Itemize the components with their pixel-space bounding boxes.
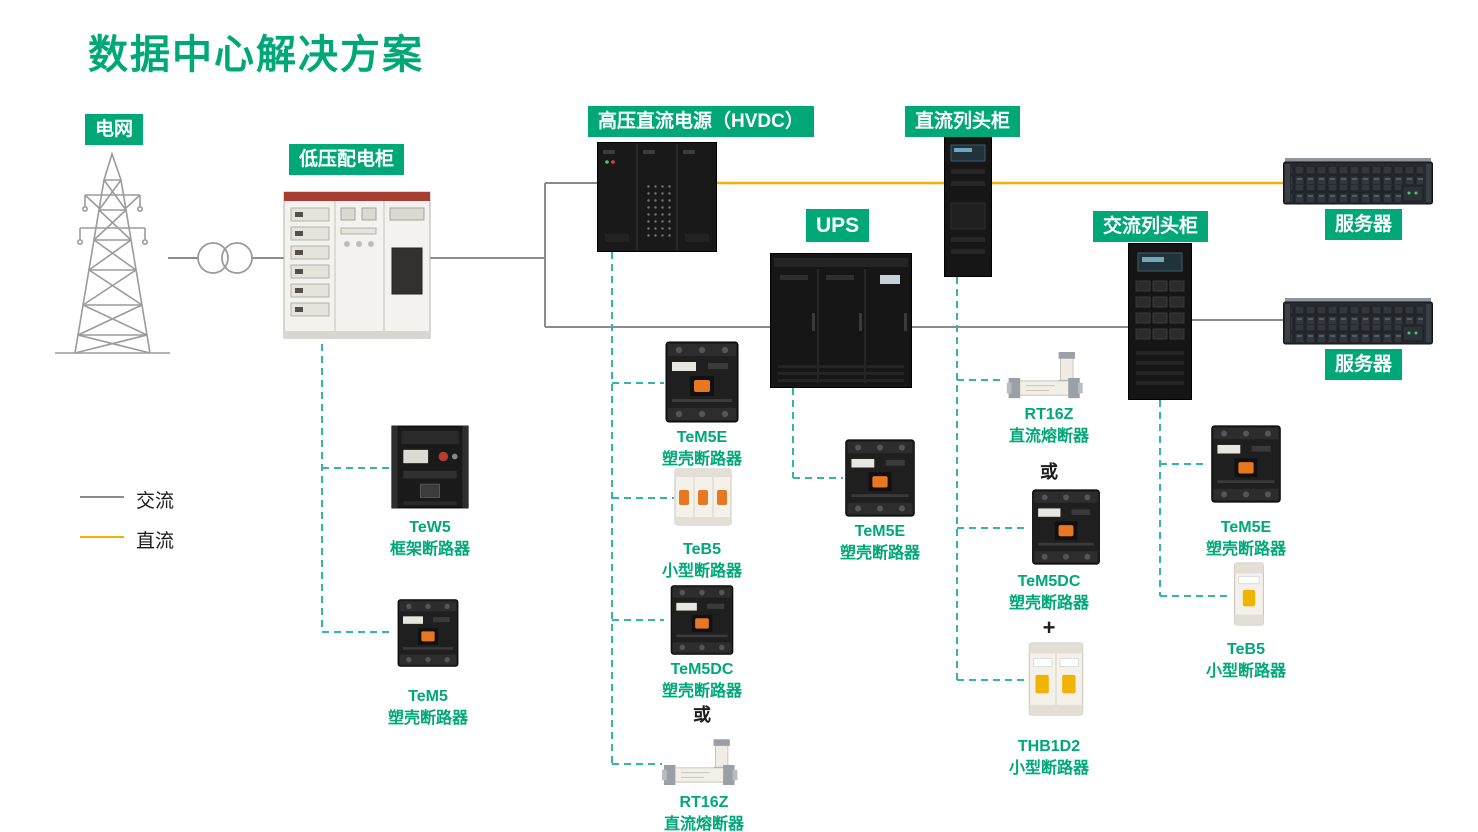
rt16z-dcrow-fuse-image bbox=[1005, 352, 1093, 402]
transformer-symbol bbox=[195, 238, 255, 278]
product-label-tem5: TeM5 塑壳断路器 bbox=[363, 686, 493, 729]
hvdc-cabinet-image bbox=[597, 142, 717, 252]
product-label-rt16z-dcrow: RT16Z 直流熔断器 bbox=[984, 404, 1114, 447]
product-name: TeM5E bbox=[676, 429, 728, 446]
product-name: TeM5 bbox=[408, 688, 448, 705]
legend-dc-line-swatch bbox=[80, 536, 124, 538]
product-label-teb5-hvdc: TeB5 小型断路器 bbox=[637, 539, 767, 582]
tem5e-ups-breaker-image bbox=[843, 438, 917, 518]
tem5dc-hvdc-breaker-image bbox=[664, 584, 740, 656]
ups-label: UPS bbox=[806, 209, 870, 242]
product-label-tem5dc-hvdc: TeM5DC 塑壳断路器 bbox=[637, 659, 767, 702]
hvdc-label: 高压直流电源（HVDC） bbox=[588, 106, 814, 137]
product-desc: 小型断路器 bbox=[1205, 662, 1286, 680]
plus-operator-dcrow: + bbox=[1042, 615, 1056, 640]
tem5e-acrow-breaker-image bbox=[1208, 424, 1284, 504]
grid-label: 电网 bbox=[85, 114, 144, 145]
tem5e-hvdc-breaker-image bbox=[664, 340, 740, 424]
product-desc: 直流熔断器 bbox=[663, 815, 744, 832]
product-label-tew5: TeW5 框架断路器 bbox=[365, 517, 495, 560]
product-desc: 塑壳断路器 bbox=[387, 709, 468, 727]
product-label-teb5-acrow: TeB5 小型断路器 bbox=[1181, 639, 1311, 682]
product-name: THB1D2 bbox=[1017, 738, 1081, 755]
product-name: TeW5 bbox=[409, 519, 451, 536]
product-name: TeM5E bbox=[854, 523, 906, 540]
product-desc: 小型断路器 bbox=[661, 562, 742, 580]
server-top-image bbox=[1283, 158, 1433, 205]
product-desc: 直流熔断器 bbox=[1008, 427, 1089, 445]
product-label-rt16z-hvdc: RT16Z 直流熔断器 bbox=[639, 792, 769, 832]
product-desc: 塑壳断路器 bbox=[1205, 540, 1286, 558]
rt16z-hvdc-fuse-image bbox=[662, 738, 746, 790]
product-name: TeB5 bbox=[683, 541, 721, 558]
product-label-tem5e-hvdc: TeM5E 塑壳断路器 bbox=[637, 427, 767, 470]
legend-dc-label: 直流 bbox=[136, 531, 175, 552]
server-bottom-image bbox=[1283, 298, 1433, 345]
product-name: TeM5DC bbox=[670, 661, 734, 678]
teb5-hvdc-breaker-image bbox=[674, 468, 732, 526]
tem5dc-dcrow-breaker-image bbox=[1028, 488, 1104, 566]
product-name: RT16Z bbox=[1024, 406, 1074, 423]
product-desc: 框架断路器 bbox=[389, 540, 470, 558]
legend-ac-label: 交流 bbox=[136, 491, 175, 512]
transmission-tower-image bbox=[55, 140, 170, 355]
thb1d2-breaker-image bbox=[1028, 642, 1084, 716]
dc-row-label: 直流列头柜 bbox=[905, 106, 1021, 137]
product-name: TeB5 bbox=[1227, 641, 1265, 658]
callout-dash-lines bbox=[321, 252, 1232, 765]
dc-row-cabinet-image bbox=[944, 133, 992, 277]
server-bottom-label: 服务器 bbox=[1325, 349, 1403, 380]
product-desc: 小型断路器 bbox=[1008, 759, 1089, 777]
or-operator-dcrow: 或 bbox=[1040, 462, 1058, 482]
product-label-thb1d2: THB1D2 小型断路器 bbox=[984, 736, 1114, 779]
product-label-tem5dc-dcrow: TeM5DC 塑壳断路器 bbox=[984, 571, 1114, 614]
product-desc: 塑壳断路器 bbox=[839, 544, 920, 562]
tew5-breaker-image bbox=[390, 423, 470, 511]
product-name: TeM5DC bbox=[1017, 573, 1081, 590]
page-title: 数据中心解决方案 bbox=[88, 33, 424, 77]
lv-cabinet-image bbox=[283, 186, 431, 344]
teb5-acrow-breaker-image bbox=[1232, 562, 1266, 626]
product-label-tem5e-acrow: TeM5E 塑壳断路器 bbox=[1181, 517, 1311, 560]
product-desc: 塑壳断路器 bbox=[1008, 594, 1089, 612]
product-desc: 塑壳断路器 bbox=[661, 682, 742, 700]
server-top-label: 服务器 bbox=[1325, 209, 1403, 240]
ac-row-cabinet-image bbox=[1128, 243, 1192, 400]
product-name: TeM5E bbox=[1220, 519, 1272, 536]
or-operator-hvdc: 或 bbox=[693, 705, 711, 725]
lv-cabinet-label: 低压配电柜 bbox=[289, 144, 405, 175]
ups-cabinet-image bbox=[770, 253, 912, 388]
ac-row-label: 交流列头柜 bbox=[1093, 211, 1209, 242]
product-name: RT16Z bbox=[679, 794, 729, 811]
tem5-breaker-image bbox=[394, 598, 462, 668]
product-desc: 塑壳断路器 bbox=[661, 450, 742, 468]
legend-ac-line-swatch bbox=[80, 496, 124, 498]
product-label-tem5e-ups: TeM5E 塑壳断路器 bbox=[815, 521, 945, 564]
